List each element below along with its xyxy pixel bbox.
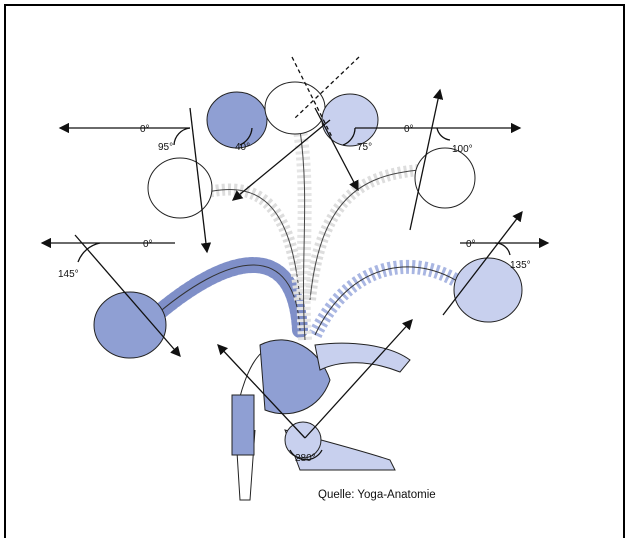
skull-right-white — [415, 148, 475, 208]
skull-top-center — [265, 82, 325, 134]
label-extension-ref: 0° — [404, 124, 414, 135]
label-40: 40° — [235, 142, 250, 153]
label-flexion-ref: 0° — [140, 124, 150, 135]
label-280: 280° — [295, 453, 316, 464]
spine-right-arch — [315, 267, 470, 335]
label-75: 75° — [357, 142, 372, 153]
spine-upper-right — [310, 170, 420, 300]
label-left-lateral-ref: 0° — [143, 239, 153, 250]
spine-vertical — [300, 130, 305, 340]
label-100: 100° — [452, 144, 473, 155]
skull-top-left-blue — [207, 92, 267, 148]
label-145: 145° — [58, 269, 79, 280]
source-caption: Quelle: Yoga-Anatomie — [318, 489, 436, 501]
spine-left-arch — [150, 265, 300, 330]
label-right-lateral-ref: 0° — [466, 239, 476, 250]
arc-100 — [437, 128, 450, 140]
label-95: 95° — [158, 142, 173, 153]
label-135: 135° — [510, 260, 531, 271]
arc-95 — [174, 128, 190, 145]
skull-left-blue — [94, 292, 166, 358]
